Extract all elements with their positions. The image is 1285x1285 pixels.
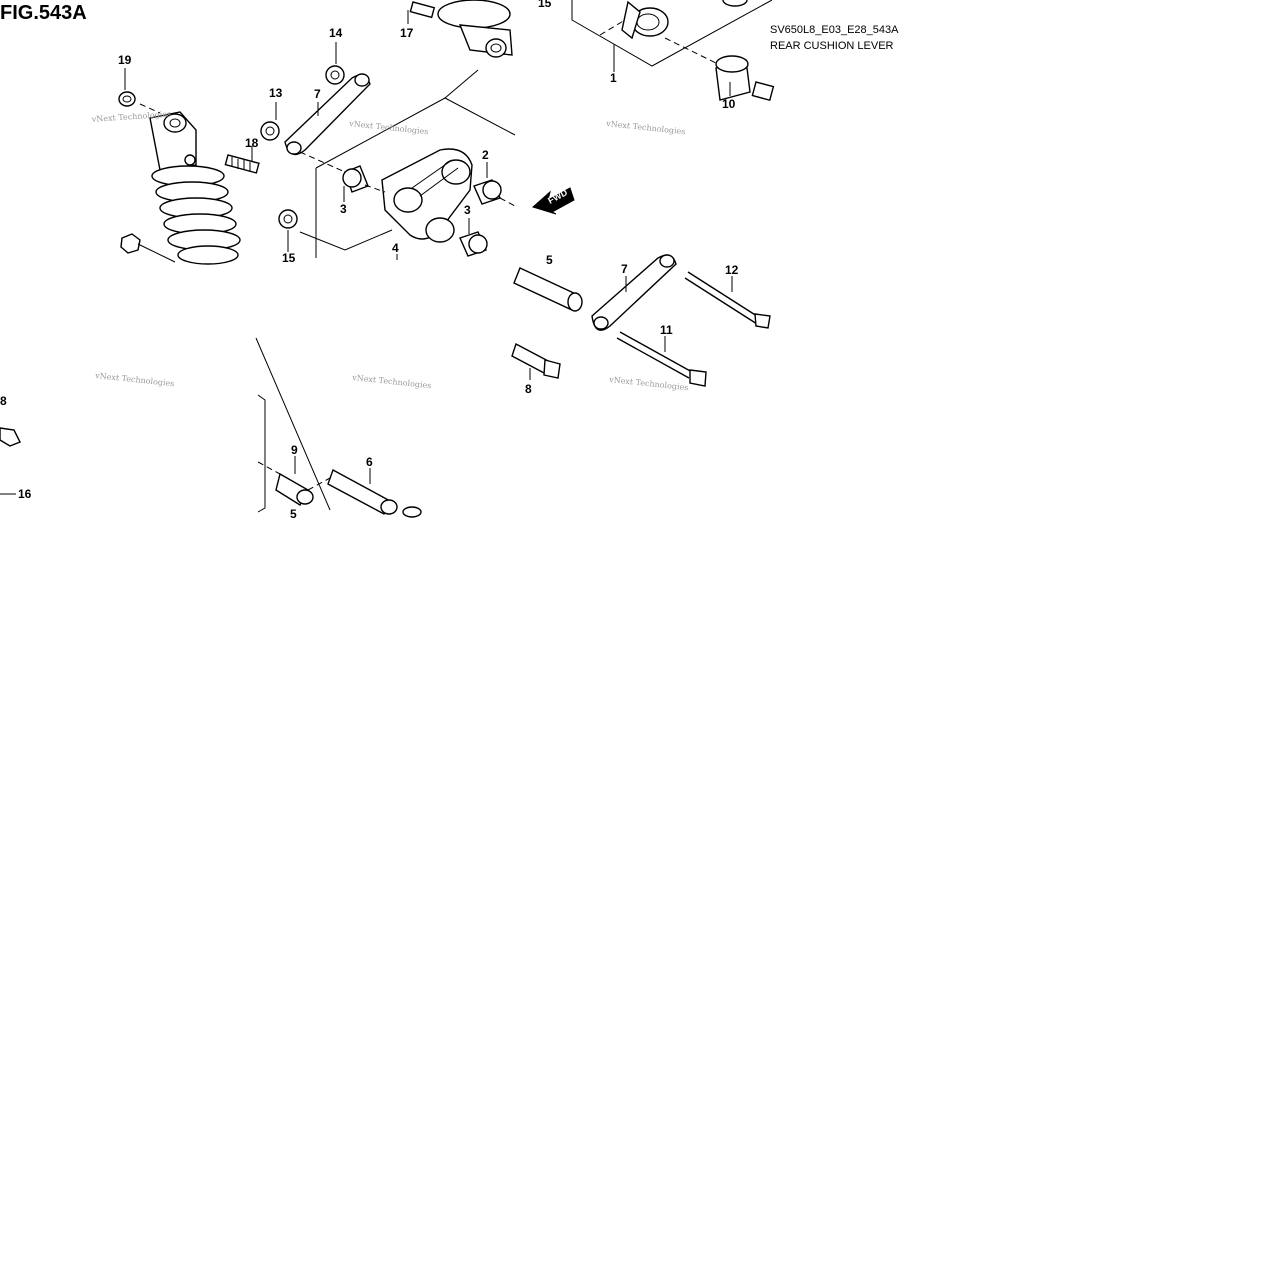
frame-lines: [0, 0, 773, 513]
svg-text:3: 3: [464, 203, 471, 217]
svg-text:15: 15: [538, 0, 552, 10]
callout-6[interactable]: 6: [366, 455, 373, 484]
svg-text:15: 15: [282, 251, 296, 265]
upper-shock: [409, 0, 513, 58]
bearing-top: [621, 0, 775, 102]
dashed-leaders: [139, 19, 719, 491]
link-rod-lower: [591, 254, 677, 331]
svg-text:12: 12: [725, 263, 739, 277]
callout-8-right[interactable]: 8: [525, 368, 532, 396]
callout-2[interactable]: 2: [482, 148, 489, 178]
watermark-text: vNext Technologies: [605, 119, 686, 136]
callout-7-upper[interactable]: 7: [314, 87, 321, 116]
svg-text:16: 16: [18, 487, 32, 501]
watermark-text: vNext Technologies: [94, 371, 175, 388]
collar-6: [327, 468, 422, 518]
shock-absorber: [118, 91, 260, 265]
watermark-text: vNext Technologies: [348, 119, 429, 136]
svg-text:3: 3: [340, 202, 347, 216]
svg-text:10: 10: [722, 97, 736, 111]
callout-7-lower[interactable]: 7: [621, 262, 628, 292]
callout-5-top[interactable]: 5: [546, 253, 553, 267]
callout-4[interactable]: 4: [392, 241, 399, 260]
figure-title: FIG.543A: [0, 2, 87, 24]
svg-text:6: 6: [366, 455, 373, 469]
collar-9: [275, 472, 314, 506]
svg-text:7: 7: [314, 87, 321, 101]
model-code: SV650L8_E03_E28_543A: [770, 24, 899, 36]
svg-text:8: 8: [0, 394, 7, 408]
callout-11[interactable]: 11: [660, 323, 673, 352]
watermark-text: vNext Technologies: [608, 375, 689, 392]
callout-19[interactable]: 19: [118, 53, 132, 90]
bolt-12: [684, 271, 771, 329]
callout-12[interactable]: 12: [725, 263, 739, 292]
svg-text:8: 8: [525, 382, 532, 396]
figure-subtitle: REAR CUSHION LEVER: [770, 40, 894, 52]
callout-14[interactable]: 14: [329, 26, 343, 64]
callout-16[interactable]: 16: [18, 487, 32, 501]
link-rod-upper: [260, 65, 371, 229]
callout-10[interactable]: 10: [722, 82, 736, 111]
callout-15-bottom[interactable]: 15: [282, 230, 296, 265]
svg-text:17: 17: [400, 26, 414, 40]
callout-8-left[interactable]: 8: [0, 394, 7, 408]
callout-18[interactable]: 18: [245, 136, 259, 162]
svg-text:2: 2: [482, 148, 489, 162]
svg-text:7: 7: [621, 262, 628, 276]
watermark-text: vNext Technologies: [351, 373, 432, 390]
collar-5: [513, 267, 583, 312]
callout-13[interactable]: 13: [269, 86, 283, 120]
svg-text:14: 14: [329, 26, 343, 40]
svg-text:19: 19: [118, 53, 132, 67]
cushion-lever: [342, 148, 502, 257]
svg-text:5: 5: [546, 253, 553, 267]
svg-text:5: 5: [290, 507, 297, 521]
svg-text:4: 4: [392, 241, 399, 255]
bolt-11: [616, 331, 707, 387]
svg-text:1: 1: [610, 71, 617, 85]
callout-9[interactable]: 9: [291, 443, 298, 474]
callout-17[interactable]: 17: [400, 10, 414, 40]
callout-3-left[interactable]: 3: [340, 186, 347, 216]
fwd-arrow: FWD: [531, 187, 575, 215]
svg-text:13: 13: [269, 86, 283, 100]
callout-5-bottom[interactable]: 5: [290, 507, 297, 521]
svg-text:18: 18: [245, 136, 259, 150]
svg-text:11: 11: [660, 323, 673, 337]
callout-3-right[interactable]: 3: [464, 203, 471, 234]
callout-15-top[interactable]: 15: [538, 0, 552, 10]
svg-text:9: 9: [291, 443, 298, 457]
bolt-8: [0, 342, 561, 447]
callout-1[interactable]: 1: [610, 44, 617, 85]
